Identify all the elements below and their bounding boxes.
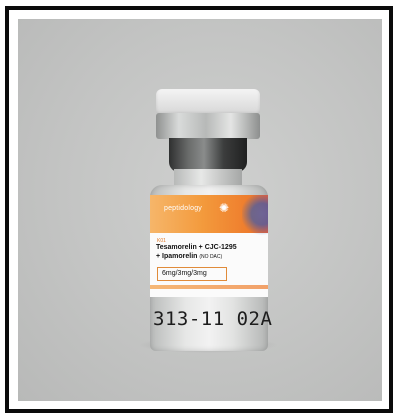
product-name-line2-text: + Ipamorelin xyxy=(156,253,198,260)
label-stripe xyxy=(150,285,268,289)
lot-number: 313-11 02A xyxy=(153,308,273,330)
image-frame: peptidology ✺ K01 Tesamorelin + CJC-1295… xyxy=(5,6,393,413)
product-code: K01 xyxy=(157,238,166,244)
product-note: (NO DAC) xyxy=(199,254,223,260)
vial-cap xyxy=(156,89,260,115)
brand-name: peptidology xyxy=(164,205,203,212)
aluminum-crimp xyxy=(169,138,247,172)
product-name-line1: Tesamorelin + CJC-1295 xyxy=(156,244,237,251)
cap-band xyxy=(156,113,260,139)
vial-photo: peptidology ✺ K01 Tesamorelin + CJC-1295… xyxy=(18,19,382,401)
brand-logo-icon: ✺ xyxy=(218,201,230,215)
dose-box: 6mg/3mg/3mg xyxy=(157,267,227,281)
product-name-line2: + Ipamorelin (NO DAC) xyxy=(156,253,268,261)
label-swirl xyxy=(242,195,268,237)
vial-label: peptidology ✺ K01 Tesamorelin + CJC-1295… xyxy=(150,195,268,297)
